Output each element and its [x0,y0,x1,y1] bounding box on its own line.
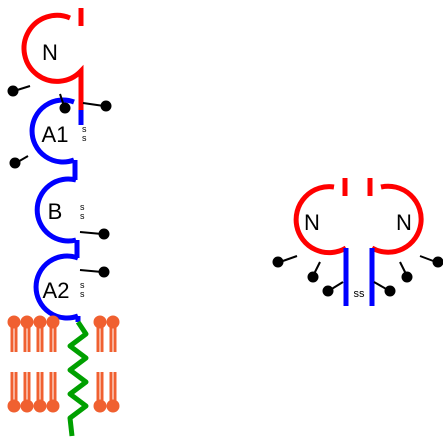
dimer-left-n-domain [293,178,348,256]
glycan-sites [7,85,112,278]
dimer-left-n-label: N [304,210,320,235]
a2-domain-label: A2 [43,278,70,303]
a2-domain-loop [33,253,79,321]
b-domain-loop [34,176,77,244]
a1-domain-loop [29,97,75,165]
glycan-dot [432,256,443,268]
glycan-dot [401,271,413,283]
glycan-dot [322,285,334,297]
lipid-head [106,399,120,413]
a1-domain-label: A1 [42,122,69,147]
lipid-head [93,399,107,413]
glycan-dot [100,100,112,112]
dimer-disulfide-label: ss [354,288,366,300]
glycan-dot [98,266,110,278]
dimer-right-n-label: N [396,210,412,235]
glycan-dot [9,157,21,169]
glycan-dot [384,285,396,297]
dimer-glycan-sites [272,255,443,297]
lipid-head [33,399,47,413]
transmembrane-helix [67,320,89,437]
glycan-dot [272,256,284,268]
monomer-stalk [72,110,84,322]
dimer-stalks [343,248,375,306]
glycan-dot [59,102,71,114]
lipid-head [46,399,60,413]
lipid-head [7,399,21,413]
n-domain-loop [21,8,84,110]
dimer-right-n-domain [367,178,424,255]
glycan-dot [7,85,19,97]
n-domain-label: N [42,40,58,65]
glycan-dot [307,271,319,283]
b-domain-label: B [48,199,63,224]
dimer-structure: N N ss [272,178,443,306]
glycan-dot [98,228,110,240]
lipid-bilayer [7,315,120,413]
lipid-head [20,399,34,413]
